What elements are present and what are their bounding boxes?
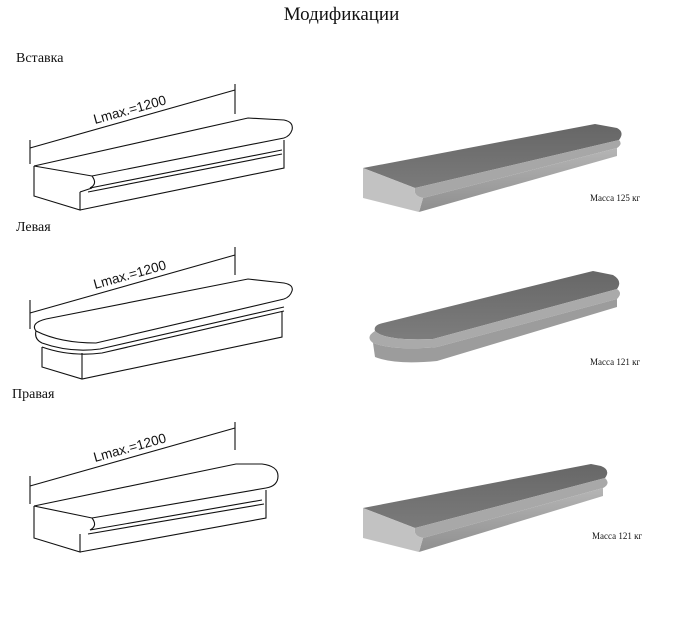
drawing-right: Lmax.=1200 [29,422,279,553]
render-right [363,464,608,552]
drawing-insert: Lmax.=1200 [29,84,293,211]
section-label-insert: Вставка [16,51,64,66]
mass-label-right: Масса 121 кг [592,531,643,541]
dimension-label: Lmax.=1200 [92,92,168,126]
mass-label-insert: Масса 125 кг [590,193,641,203]
section-label-left: Левая [16,220,51,235]
render-insert [363,124,622,212]
drawing-left: Lmax.=1200 [29,247,293,380]
section-label-right: Правая [12,387,55,402]
render-left [369,271,620,363]
page-title: Модификации [283,4,400,25]
dimension-label: Lmax.=1200 [92,430,168,464]
dimension-label: Lmax.=1200 [92,257,168,291]
mass-label-left: Масса 121 кг [590,357,641,367]
